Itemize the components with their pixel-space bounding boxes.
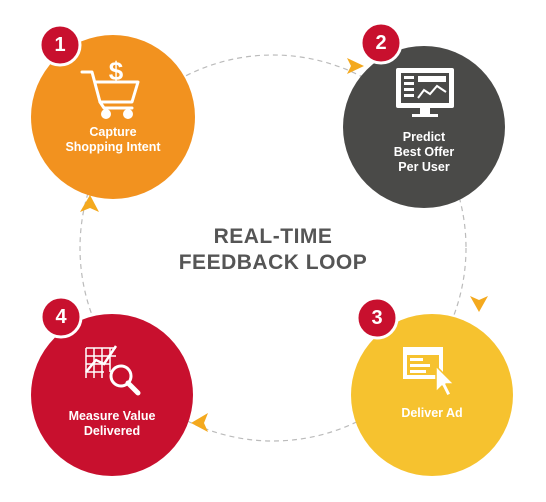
node-4-label: Measure Value Delivered xyxy=(52,409,172,439)
node-3-label: Deliver Ad xyxy=(382,406,482,421)
arrow-1-to-2-icon xyxy=(347,58,364,74)
node-2-label-line: Best Offer xyxy=(393,145,455,159)
monitor-icon xyxy=(396,68,454,117)
badge-2 xyxy=(359,21,403,65)
node-1-label-line: Shopping Intent xyxy=(65,140,161,154)
node-2-label-line: Predict xyxy=(402,130,446,144)
svg-text:$: $ xyxy=(109,56,124,86)
badge-4-number: 4 xyxy=(55,306,67,328)
badge-2-number: 2 xyxy=(375,32,387,54)
badge-3-number: 3 xyxy=(371,307,383,329)
node-2-label-line: Per User xyxy=(398,160,450,174)
ad-cursor-icon xyxy=(403,347,455,397)
node-3-label-line: Deliver Ad xyxy=(401,406,463,420)
center-title: REAL-TIME FEEDBACK LOOP xyxy=(173,224,373,276)
node-1-label-line: Capture xyxy=(89,125,137,139)
chart-magnifier-icon xyxy=(85,345,141,396)
node-1-circle xyxy=(31,35,195,199)
center-title-line-1: REAL-TIME xyxy=(213,225,333,248)
arrow-3-to-4-icon xyxy=(191,413,208,432)
cart-dollar-icon: $ xyxy=(80,56,140,119)
badge-1 xyxy=(38,23,82,67)
node-4-label-line: Delivered xyxy=(83,424,141,438)
node-2-label: Predict Best Offer Per User xyxy=(374,130,474,175)
center-title-line-2: FEEDBACK LOOP xyxy=(178,251,368,274)
arrow-4-to-1-icon xyxy=(80,195,99,212)
node-4-circle xyxy=(31,314,193,476)
arrow-2-to-3-icon xyxy=(470,296,488,312)
node-4-label-line: Measure Value xyxy=(68,409,156,423)
node-3-circle xyxy=(351,314,513,476)
badge-3 xyxy=(355,296,399,340)
node-1-label: Capture Shopping Intent xyxy=(53,125,173,155)
badge-4 xyxy=(39,295,83,339)
loop-ring xyxy=(79,54,467,442)
node-2-circle xyxy=(343,46,505,208)
badge-1-number: 1 xyxy=(54,34,66,56)
